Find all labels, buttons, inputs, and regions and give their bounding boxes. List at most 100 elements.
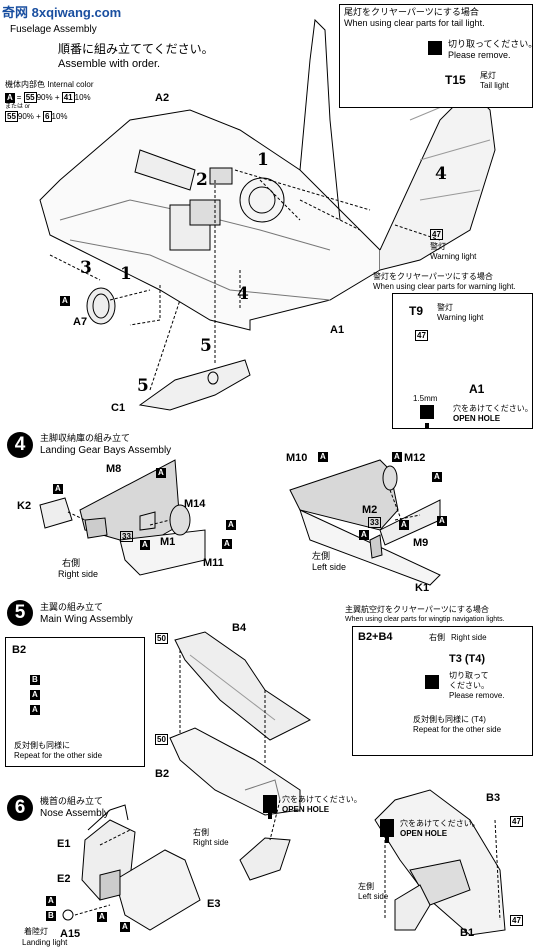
left-side-jp: 左側 (312, 551, 331, 561)
color-marker-a: A (30, 690, 40, 700)
part-label-e2: E2 (57, 873, 71, 885)
landing-light-jp: 着陸灯 (24, 927, 48, 936)
color-marker-a: A (53, 484, 63, 494)
color-marker-a: A (60, 296, 70, 306)
part-label-m8: M8 (106, 463, 122, 475)
color-marker-a: A (437, 516, 447, 526)
part-label-m1: M1 (160, 536, 176, 548)
part-label-t3: T3 (T4) (449, 653, 486, 665)
part-label-m12: M12 (404, 452, 426, 464)
part-label-k1: K1 (415, 582, 430, 594)
step-badge-5: 5 (7, 600, 33, 626)
part-label-a7: A7 (73, 316, 88, 328)
warn-hole-jp: 穴をあけてください。 (453, 404, 533, 413)
part-label-a1: A1 (330, 324, 345, 336)
color-marker-b: B (30, 675, 40, 685)
tail-cut-en: Please remove. (448, 50, 511, 60)
part-label-m10: M10 (286, 452, 308, 464)
step-num-1a: 1 (257, 150, 269, 170)
left-wing-side-jp: 左側 (358, 882, 374, 891)
nav-cut-jp2: ください。 (449, 681, 489, 690)
color-title-jp: 機体内部色 (5, 80, 45, 89)
part-label-a1-callout: A1 (469, 382, 485, 396)
section4-title-en: Landing Gear Bays Assembly (40, 445, 172, 456)
drill-icon (263, 795, 277, 819)
order-note-en: Assemble with order. (58, 58, 161, 70)
section6-title-en: Nose Assembly (40, 808, 109, 819)
section3-title-en: Fuselage Assembly (10, 24, 97, 35)
part-label-m2: M2 (362, 504, 378, 516)
wing-right-jp: 右側 (193, 828, 209, 837)
landing-light-en: Landing light (22, 938, 68, 947)
part-label-c1: C1 (111, 402, 126, 414)
part-label-e3: E3 (207, 898, 221, 910)
nav-light-callout: B2+B4 右側 Right side T3 (T4) 切り取って ください。 … (352, 626, 533, 756)
inset-part-b2: B2 (12, 644, 27, 656)
color-or: または or (5, 104, 31, 110)
color-marker-a: A (392, 452, 402, 462)
color-marker-a: A (399, 520, 409, 530)
tail-callout-title-en: When using clear parts for tail light. (344, 18, 485, 28)
wing-right-en: Right side (193, 838, 229, 847)
color-marker-a: A (46, 896, 56, 906)
step-num-3: 3 (80, 258, 92, 278)
paint-47: 47 (430, 229, 443, 240)
step-num-2: 2 (196, 170, 208, 190)
part-label-m9: M9 (413, 537, 429, 549)
color-marker-a: A (226, 520, 236, 530)
warning-light-callout: T9 警灯 Warning light 47 A1 1.5mm 穴をあけてくださ… (392, 293, 533, 429)
nav-right-jp: 右側 (429, 633, 445, 642)
color-title-en: Internal color (47, 80, 94, 89)
tail-light-callout: 尾灯をクリヤーパーツにする場合 When using clear parts f… (339, 4, 536, 108)
tail-cut-jp: 切り取ってください。 (448, 39, 536, 49)
wing-paint-50a: 50 (155, 633, 168, 644)
left-side-en: Left side (312, 562, 347, 572)
part-label-b2: B2 (155, 768, 170, 780)
nav-other-en: Repeat for the other side (413, 725, 502, 734)
color-marker-a: A (432, 472, 442, 482)
nav-right-en: Right side (451, 633, 487, 642)
warning-light-label: 47 警灯 Warning light (430, 229, 477, 261)
part-label-k2: K2 (17, 500, 32, 512)
part-label-m14: M14 (184, 498, 206, 510)
part-label-m11: M11 (203, 557, 224, 569)
part-label-t15: T15 (445, 73, 466, 87)
step-num-5a: 5 (200, 336, 212, 356)
paint-55-alt: 55 (5, 111, 18, 122)
warn-part-jp: 警灯 (437, 303, 453, 312)
part-label-a2: A2 (155, 92, 170, 104)
part-label-a15: A15 (60, 928, 81, 940)
part-label-e1: E1 (57, 838, 71, 850)
paint-41: 41 (61, 92, 75, 103)
section5-title-jp: 主翼の組み立て (40, 602, 104, 612)
step-num-4a: 4 (435, 164, 447, 184)
nav-parts-b2-b4: B2+B4 (358, 631, 393, 643)
knife-icon (428, 41, 442, 55)
nav-cut-jp: 切り取って (449, 671, 489, 680)
inset-other-jp: 反対側も同様に (14, 741, 70, 750)
step-num-1b: 1 (120, 264, 132, 284)
tail-callout-title-jp: 尾灯をクリヤーパーツにする場合 (344, 7, 479, 17)
color-code-a: A (5, 93, 15, 103)
gear-paint-33-right: 33 (120, 531, 133, 542)
drill-icon (420, 405, 434, 429)
section6-title-jp: 機首の組み立て (40, 796, 104, 806)
step-num-5b: 5 (137, 376, 149, 396)
inset-other-en: Repeat for the other side (14, 751, 103, 760)
left-wing-paint-47b: 47 (510, 915, 523, 926)
part-label-b4: B4 (232, 622, 247, 634)
right-side-en: Right side (58, 569, 99, 579)
wing-paint-50b: 50 (155, 734, 168, 745)
watermark: 奇网 8xqiwang.com (2, 5, 122, 20)
left-wing-side-en: Left side (358, 892, 389, 901)
drill-icon (380, 819, 394, 843)
step-num-4b: 4 (237, 284, 249, 304)
left-wing-paint-47a: 47 (510, 816, 523, 827)
warn-callout-title-jp: 警灯をクリヤーパーツにする場合 (373, 272, 493, 281)
color-marker-a: A (222, 539, 232, 549)
left-wing-hole-jp: 穴をあけてください。 (400, 819, 480, 828)
wing-inset-box: B2 反対側も同様に Repeat for the other side (5, 637, 145, 767)
order-note-jp: 順番に組み立ててください。 (58, 42, 214, 56)
tail-part-en: Tail light (480, 81, 509, 90)
